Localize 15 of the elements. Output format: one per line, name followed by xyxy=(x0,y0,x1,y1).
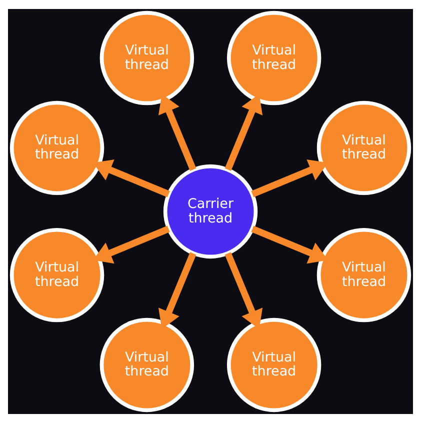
node-circle: Virtual thread xyxy=(226,318,322,412)
node-circle: Virtual thread xyxy=(316,100,412,196)
node-circle: Virtual thread xyxy=(100,10,194,106)
arrow xyxy=(158,252,196,330)
arrow xyxy=(251,226,328,264)
node-circle: Virtual thread xyxy=(10,100,104,196)
arrow xyxy=(251,159,328,198)
node-circle: Carrier thread xyxy=(163,164,258,259)
arrow xyxy=(92,226,170,264)
node-circle: Virtual thread xyxy=(10,228,104,322)
node-circle: Virtual thread xyxy=(100,318,194,412)
arrow xyxy=(92,159,170,198)
arrow xyxy=(158,94,196,171)
node-circle: Virtual thread xyxy=(316,228,412,322)
node-circle: Virtual thread xyxy=(226,10,322,106)
